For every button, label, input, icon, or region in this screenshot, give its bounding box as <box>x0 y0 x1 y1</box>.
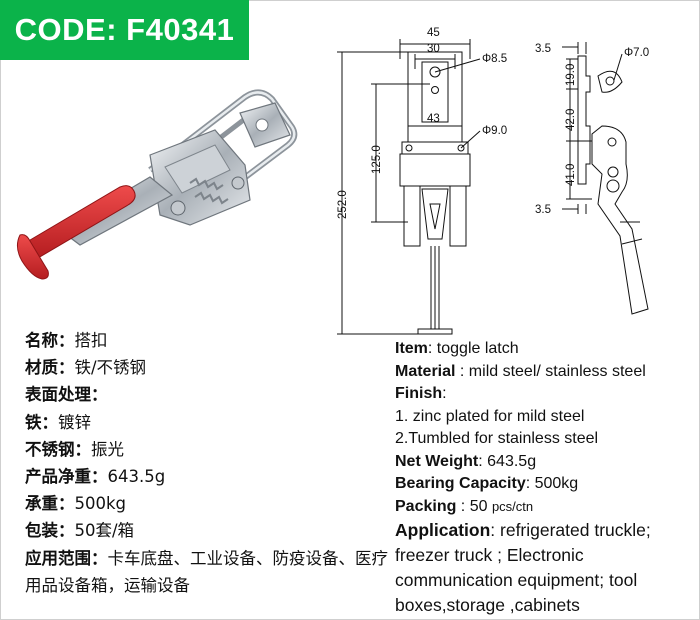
spec-cn-row: 材质：铁/不锈钢 <box>25 358 147 378</box>
product-code-badge: CODE: F40341 <box>0 0 249 60</box>
spec-application: Application: refrigerated truckle; freez… <box>395 520 651 615</box>
spec-english: Item: toggle latch Material : mild steel… <box>395 338 695 618</box>
spec-bearing-capacity: Bearing Capacity: 500kg <box>395 475 579 492</box>
spec-net-weight: Net Weight: 643.5g <box>395 452 537 470</box>
dim-side-41: 41.0 <box>565 164 577 186</box>
spec-finish-1: 1. zinc plated for mild steel <box>395 407 585 425</box>
spec-cn-row: 表面处理： <box>25 385 108 405</box>
dim-125: 125.0 <box>371 145 383 174</box>
spec-cn-row: 承重：500kg <box>25 494 127 514</box>
dim-30: 30 <box>427 43 440 55</box>
spec-chinese: 名称：搭扣 材质：铁/不锈钢 表面处理： 铁：镀锌 不锈钢：振光 产品净重：64… <box>25 327 395 599</box>
dim-side-42: 42.0 <box>565 109 577 131</box>
spec-cn-row: 产品净重：643.5g <box>25 467 166 487</box>
dim-hole-90: Φ9.0 <box>482 125 507 137</box>
spec-finish: Finish: <box>395 385 447 402</box>
spec-cn-row: 应用范围：卡车底盘、工业设备、防疫设备、医疗用品设备箱，运输设备 <box>25 548 388 595</box>
spec-cn-row: 不锈钢：振光 <box>25 439 124 459</box>
spec-cn-row: 名称：搭扣 <box>25 331 108 350</box>
spec-packing: Packing : 50 pcs/ctn <box>395 497 534 515</box>
dim-45: 45 <box>427 27 440 39</box>
spec-material: Material : mild steel/ stainless steel <box>395 362 646 380</box>
dim-hole-85: Φ8.5 <box>482 53 507 65</box>
dim-side-35-bottom: 3.5 <box>535 204 551 216</box>
technical-drawing: 45 30 Φ8.5 43 Φ9.0 125.0 252.0 3.5 Φ7.0 … <box>337 27 649 335</box>
spec-cn-row: 包装：50套/箱 <box>25 521 135 541</box>
dim-side-35-top: 3.5 <box>535 43 551 55</box>
spec-cn-row: 铁：镀锌 <box>25 412 91 432</box>
dim-side-hole-70: Φ7.0 <box>624 47 649 59</box>
dim-43: 43 <box>427 113 440 125</box>
product-photo <box>16 89 298 280</box>
dim-side-19: 19.0 <box>565 64 577 86</box>
dim-252: 252.0 <box>337 190 349 219</box>
spec-item: Item: toggle latch <box>395 340 519 357</box>
spec-finish-2: 2.Tumbled for stainless steel <box>395 430 599 447</box>
